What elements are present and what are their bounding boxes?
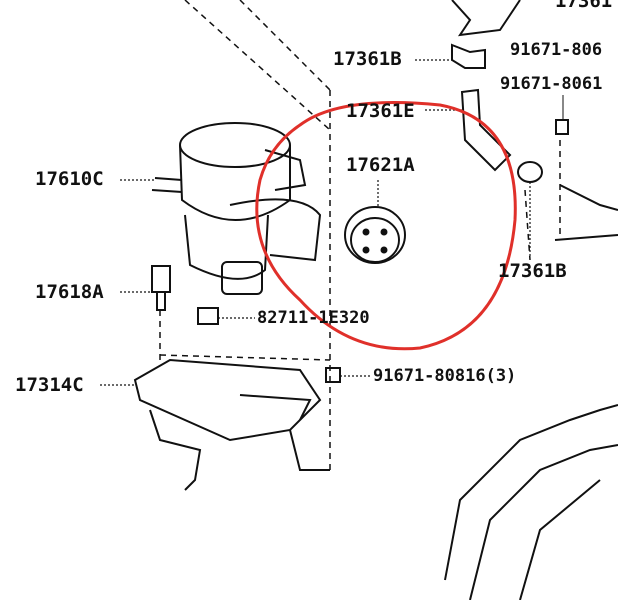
bolt-drawing: [555, 95, 569, 135]
connector-drawing: [197, 307, 219, 325]
bracket-right-drawing: [554, 184, 618, 241]
label-17621A: 17621A: [346, 154, 415, 176]
label-17361B-top: 17361B: [333, 48, 402, 70]
label-91671-80816: 91671-80816(3): [373, 366, 517, 386]
filter-cap-drawing: [344, 206, 406, 264]
label-17361-top: 17361: [555, 0, 613, 12]
label-17314C: 17314C: [15, 374, 84, 396]
label-91671-806: 91671-806: [510, 40, 603, 60]
red-annotation-circle: [255, 101, 517, 351]
label-17618A: 17618A: [35, 281, 104, 303]
hose-drawing: [460, 88, 512, 172]
label-17361B-right: 17361B: [498, 260, 567, 282]
label-82711-1E320: 82711-1E320: [257, 308, 370, 328]
bolt-bottom-drawing: [325, 367, 341, 383]
leader-lines: [100, 59, 531, 386]
clamp-drawing: [517, 161, 543, 183]
sensor-drawing: [151, 265, 171, 293]
label-17361E: 17361E: [346, 100, 415, 122]
top-part-drawing: [451, 0, 521, 37]
engine-drawing: [444, 404, 618, 600]
label-91671-8061: 91671-8061: [500, 74, 603, 94]
label-17610C: 17610C: [35, 168, 104, 190]
guide-lines: [159, 0, 561, 470]
air-pump-drawing: [151, 122, 322, 295]
bracket-drawing: [133, 358, 330, 491]
